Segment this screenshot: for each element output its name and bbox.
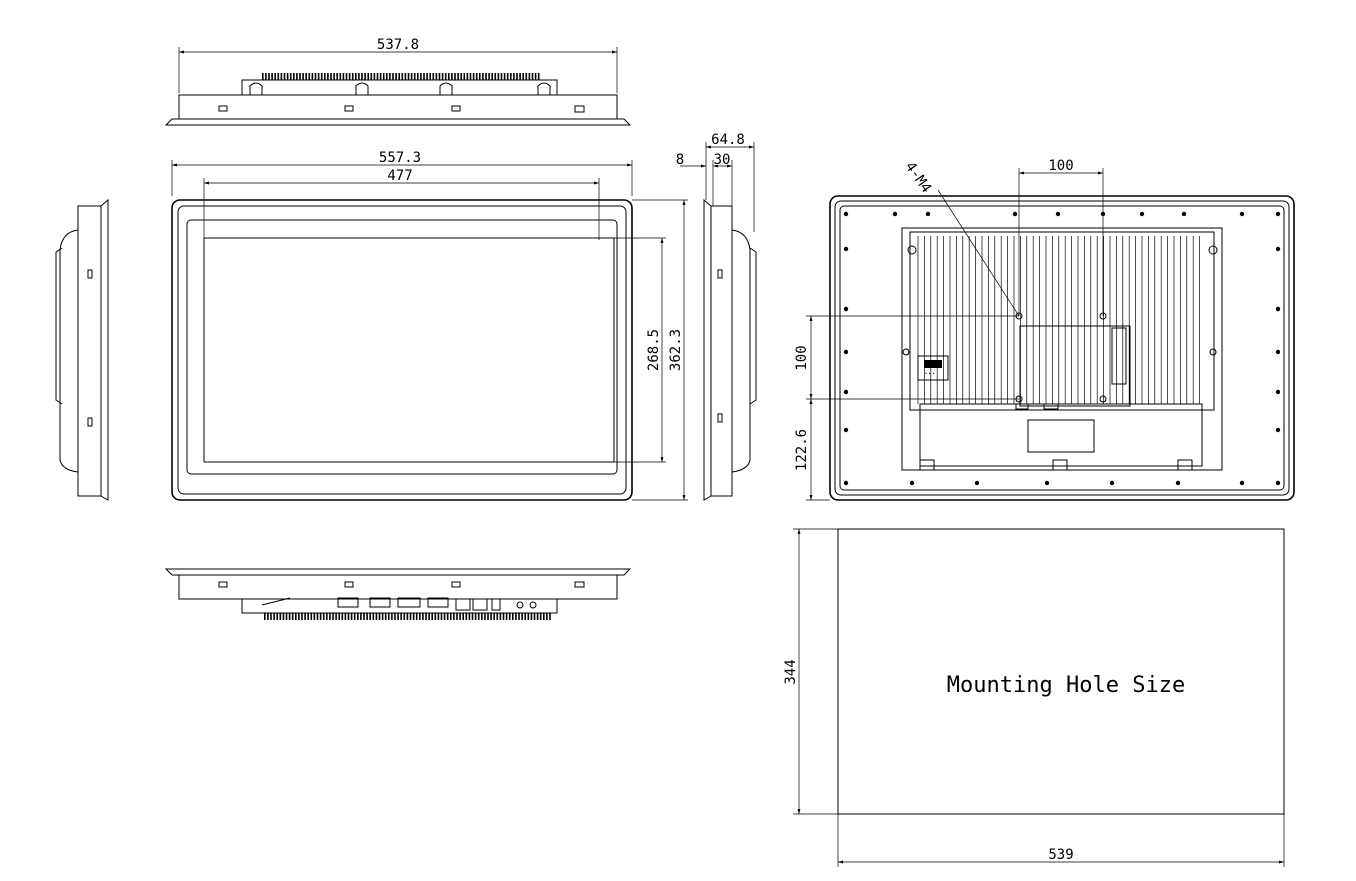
rear-heatsink-fins [917,236,1200,404]
dim-cutout-height: 344 [783,659,799,684]
dim-side-body: 30 [714,152,731,168]
dim-cutout-width: 539 [1048,847,1073,863]
dim-vesa-horizontal: 100 [1048,158,1073,174]
dim-front-height: 362.3 [668,329,684,371]
label-mounting-hole-size: Mounting Hole Size [947,673,1185,698]
dim-screen-height: 268.5 [646,329,662,371]
bottom-view [164,568,632,620]
dim-top-width: 537.8 [377,37,419,53]
bottom-heatsink-fins [264,613,551,620]
dim-side-bezel: 8 [676,152,684,168]
dim-vesa-vertical: 100 [794,345,810,370]
rear-view: • • • 4-M4 100 100 122.6 [794,158,1295,501]
label-hole-spec: 4-M4 [902,159,934,196]
top-view: 537.8 [164,37,632,126]
mounting-cutout: Mounting Hole Size 344 539 [783,528,1285,867]
svg-text:• • •: • • • [925,371,935,376]
right-side-view: 64.8 8 30 [676,132,757,501]
dim-screen-width: 477 [387,168,412,184]
dim-vesa-bottom-offset: 122.6 [794,429,810,471]
top-heatsink-fins [262,73,540,80]
front-view: 557.3 477 268.5 362.3 [171,150,688,501]
dim-side-depth: 64.8 [711,132,745,148]
left-side-view [55,198,109,501]
dim-front-width: 557.3 [379,150,421,166]
